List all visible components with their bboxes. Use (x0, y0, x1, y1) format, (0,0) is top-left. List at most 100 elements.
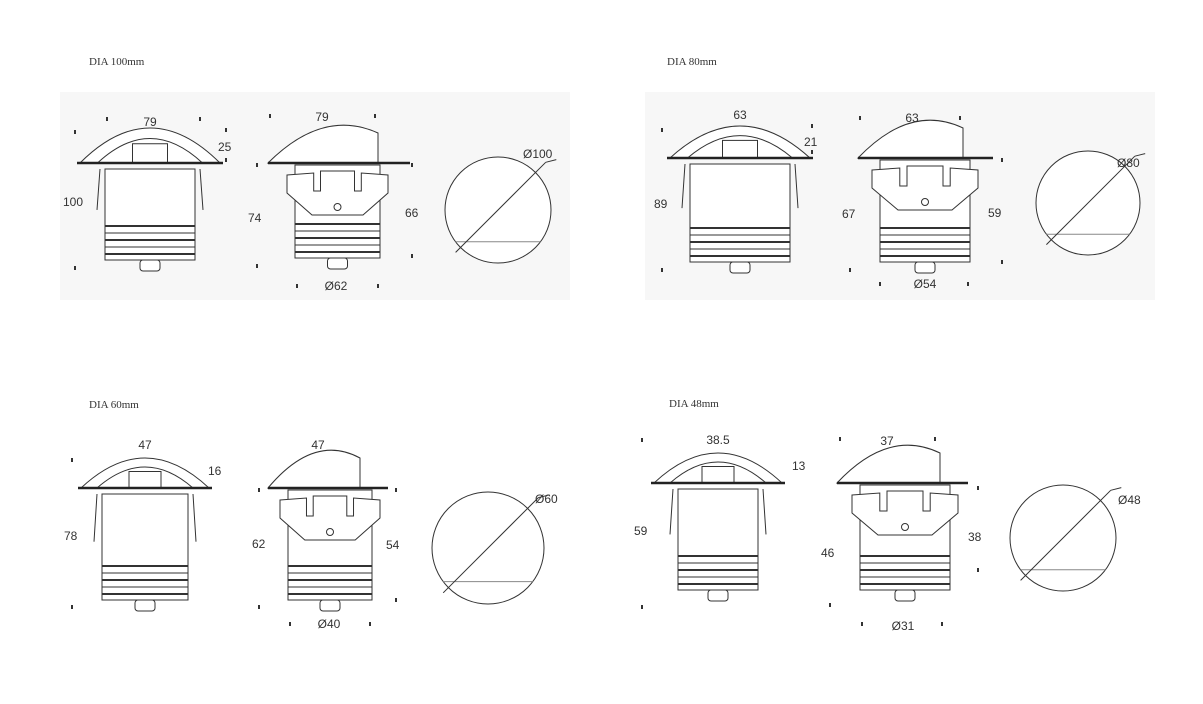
front-height-dim: 89 (654, 197, 668, 211)
front-cap-height-dim: 13 (792, 459, 806, 473)
front-width-dim: 63 (733, 108, 747, 122)
dimension-arrow (74, 266, 76, 270)
diameter-leader (1110, 487, 1122, 491)
front-connector (707, 589, 729, 602)
dimension-arrow (641, 438, 643, 442)
dimension-arrow (661, 128, 663, 132)
dimension-arrow (859, 116, 861, 120)
dimension-arrow (369, 622, 371, 626)
front-lens (687, 135, 793, 159)
screw-icon (333, 203, 342, 211)
front-clips (681, 163, 799, 209)
dimension-arrow (1001, 260, 1003, 264)
dimension-arrow (849, 268, 851, 272)
front-width-dim: 38.5 (706, 433, 730, 447)
dimension-arrow (74, 130, 76, 134)
dimension-arrow (374, 114, 376, 118)
dimension-arrow (71, 458, 73, 462)
side-diameter-dim: Ø31 (892, 619, 915, 633)
dimension-arrow (811, 150, 813, 154)
dimension-arrow (377, 284, 379, 288)
side-total-height-dim: 46 (821, 546, 835, 560)
side-body-height-dim: 66 (405, 206, 419, 220)
front-connector (134, 599, 156, 612)
front-lens (96, 466, 194, 489)
dimension-arrow (256, 264, 258, 268)
front-height-dim: 100 (63, 195, 83, 209)
side-connector (327, 257, 348, 270)
front-body (677, 488, 759, 591)
panel-title: DIA 80mm (667, 56, 717, 68)
diameter-leader (1020, 489, 1112, 581)
dimension-arrow (258, 605, 260, 609)
side-connector (914, 261, 936, 274)
front-lens (97, 138, 203, 164)
side-body-height-dim: 59 (988, 206, 1002, 220)
dimension-arrow (1001, 158, 1003, 162)
side-width-dim: 79 (315, 110, 329, 124)
dimension-arrow (941, 622, 943, 626)
diameter-leader (455, 161, 547, 253)
front-width-dim: 47 (138, 438, 152, 452)
front-cap (78, 127, 222, 164)
circle-diameter-dim: Ø100 (523, 147, 553, 161)
dimension-arrow (839, 437, 841, 441)
screw-icon (326, 528, 334, 536)
front-width-dim: 79 (143, 115, 157, 129)
front-clips (96, 168, 204, 210)
dimension-arrow (395, 598, 397, 602)
circle-diameter-dim: Ø48 (1118, 493, 1141, 507)
panel-title: DIA 100mm (89, 56, 145, 68)
panel-title: DIA 48mm (669, 398, 719, 410)
dimension-arrow (106, 117, 108, 121)
side-bracket (851, 490, 959, 536)
front-cap-height-dim: 21 (804, 135, 818, 149)
side-body-height-dim: 54 (386, 538, 400, 552)
side-cap (266, 449, 361, 489)
diameter-leader (1046, 155, 1136, 245)
dimension-arrow (967, 282, 969, 286)
side-width-dim: 37 (880, 434, 894, 448)
dimension-arrow (829, 603, 831, 607)
side-diameter-dim: Ø40 (318, 617, 341, 631)
dimension-arrow (861, 622, 863, 626)
panel-title: DIA 60mm (89, 399, 139, 411)
dimension-arrow (269, 114, 271, 118)
front-cap (652, 452, 784, 484)
side-total-height-dim: 62 (252, 537, 266, 551)
diameter-leader (442, 497, 539, 594)
side-cap (266, 124, 379, 164)
side-bracket (286, 170, 389, 216)
side-connector (894, 589, 916, 602)
diameter-leader (1134, 153, 1146, 157)
front-body (104, 168, 196, 261)
dimension-arrow (199, 117, 201, 121)
side-total-height-dim: 67 (842, 207, 856, 221)
circle-diameter-dim: Ø80 (1117, 156, 1140, 170)
side-bracket (279, 495, 381, 541)
dimension-arrow (225, 158, 227, 162)
side-body-height-dim: 38 (968, 530, 982, 544)
side-width-dim: 63 (905, 111, 919, 125)
side-diameter-dim: Ø54 (914, 277, 937, 291)
dimension-arrow (411, 163, 413, 167)
dimension-arrow (879, 282, 881, 286)
dimension-arrow (296, 284, 298, 288)
dimension-arrow (959, 116, 961, 120)
circle-diameter-dim: Ø60 (535, 492, 558, 506)
side-width-dim: 47 (311, 438, 325, 452)
dimension-arrow (256, 163, 258, 167)
dimension-arrow (934, 437, 936, 441)
front-cap-height-dim: 16 (208, 464, 222, 478)
side-cap (856, 119, 964, 159)
front-clips (93, 493, 197, 542)
dimension-arrow (661, 268, 663, 272)
dimension-arrow (811, 124, 813, 128)
side-bracket (871, 165, 979, 211)
front-connector (139, 259, 161, 272)
front-height-dim: 59 (634, 524, 648, 538)
front-connector (729, 261, 751, 274)
front-body (689, 163, 791, 263)
